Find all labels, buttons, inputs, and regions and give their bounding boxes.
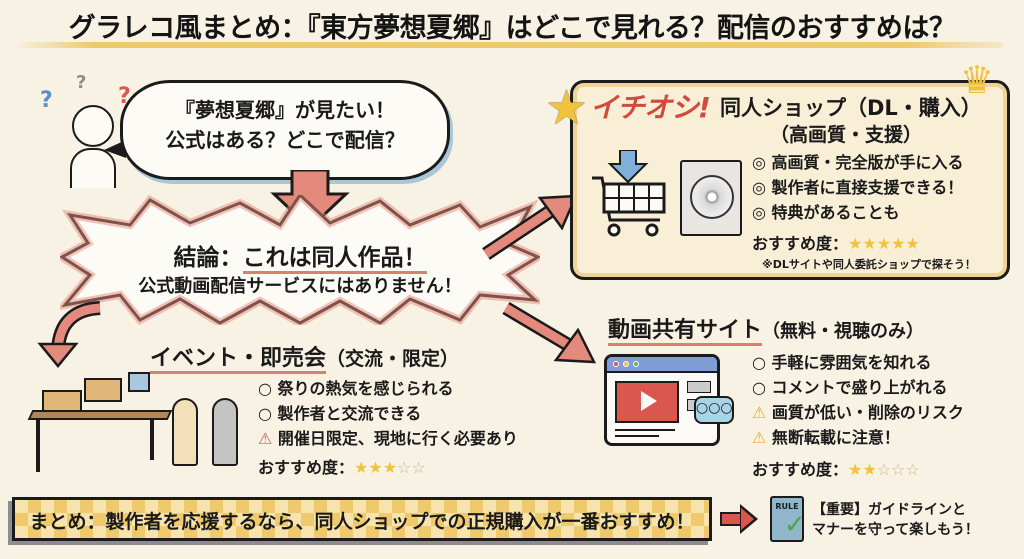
- person-handshake-icon: [172, 398, 198, 466]
- list-item: ⚠ 画質が低い・削除のリスク: [752, 403, 964, 422]
- shop-benefits-list: ◎ 高画質・完全版が手に入る ◎ 製作者に直接支援できる！ ◎ 特典があることも: [752, 150, 964, 225]
- disc-icon: [690, 175, 734, 219]
- video-points-list: ○ 手軽に雰囲気を知れる ○ コメントで盛り上がれる ⚠ 画質が低い・削除のリス…: [752, 350, 964, 450]
- shop-note: ※DLサイトや同人委託ショップで探そう！: [762, 258, 976, 271]
- star-icon: ★: [545, 80, 589, 136]
- rating-label: おすすめ度：: [752, 234, 849, 253]
- summary-banner: [12, 497, 712, 541]
- list-item: ◎ 特典があることも: [752, 203, 900, 222]
- comment-bubble-icon: ○○○: [694, 396, 734, 424]
- right-arrow-head-fill: [741, 508, 754, 530]
- conclusion-subtext: 公式動画配信サービスにはありません！: [138, 276, 462, 297]
- rule-book-icon: RULE: [770, 496, 804, 542]
- video-subtitle: （無料・視聴のみ）: [762, 321, 925, 342]
- rating-stars-icon: ★★★: [354, 458, 398, 477]
- list-item: ⚠ 開催日限定、現地に行く必要あり: [258, 429, 518, 448]
- warning-icon: ⚠: [752, 403, 767, 422]
- list-item: ◎ 高画質・完全版が手に入る: [752, 153, 964, 172]
- thumbnail: [687, 381, 711, 393]
- event-table-icon: [27, 410, 173, 420]
- question-text: 『夢想夏郷』が見たい！ 公式はある？どこで配信？: [135, 95, 435, 155]
- shop-title: 同人ショップ（DL・購入）: [720, 96, 982, 120]
- rule-line-1: 【重要】ガイドラインと: [812, 502, 966, 518]
- cardboard-box-icon: [84, 378, 122, 402]
- top-pick-badge: イチオシ!: [590, 91, 711, 124]
- title-highlight: [14, 42, 1004, 48]
- question-line-1: 『夢想夏郷』が見たい！: [175, 98, 395, 122]
- speech-bubble: [120, 80, 450, 180]
- window-dot: [633, 361, 639, 367]
- rating-empty-stars-icon: ☆☆: [397, 458, 426, 477]
- rating-stars-icon: ★★: [848, 460, 877, 479]
- question-mark-icon: ?: [76, 72, 87, 93]
- list-item: ◎ 製作者に直接支援できる！: [752, 178, 964, 197]
- table-leg: [36, 420, 40, 472]
- event-title: イベント・即売会: [150, 346, 327, 374]
- video-rating: おすすめ度：★★☆☆☆: [752, 456, 920, 480]
- summary-text: まとめ：製作者を応援するなら、同人ショップでの正規購入が一番おすすめ！: [29, 511, 695, 533]
- rating-label: おすすめ度：: [752, 460, 849, 479]
- video-title: 動画共有サイト: [608, 318, 763, 346]
- shop-rating: おすすめ度：★★★★★: [752, 230, 920, 254]
- event-rating: おすすめ度：★★★☆☆: [258, 454, 426, 478]
- conclusion-emphasis: これは同人作品！: [242, 245, 427, 274]
- play-icon: [641, 391, 657, 411]
- list-item: ○ コメントで盛り上がれる: [752, 378, 948, 397]
- question-line-2: 公式はある？どこで配信？: [165, 128, 405, 152]
- page-title: グラレコ風まとめ：『東方夢想夏郷』はどこで見れる？配信のおすすめは？: [68, 13, 956, 44]
- text-line: [615, 429, 675, 431]
- window-dot: [613, 361, 619, 367]
- rule-reminder: 【重要】ガイドラインと マナーを守って楽しもう！: [812, 500, 979, 540]
- conclusion-headline: 結論：これは同人作品！: [60, 238, 540, 274]
- checkmark-icon: ✓: [784, 510, 806, 540]
- shop-subtitle: （高画質・支援）: [770, 124, 923, 146]
- arrow-to-video-icon: [502, 301, 597, 364]
- conclusion-label: 結論：: [173, 245, 243, 271]
- video-section-title: 動画共有サイト（無料・視聴のみ）: [608, 312, 925, 346]
- rating-empty-stars-icon: ☆☆☆: [876, 460, 920, 479]
- event-points-list: ○ 祭りの熱気を感じられる ○ 製作者と交流できる ⚠ 開催日限定、現地に行く必…: [258, 376, 518, 451]
- list-item: ○ 製作者と交流できる: [258, 404, 422, 423]
- text-line: [615, 435, 659, 437]
- warning-icon: ⚠: [258, 429, 273, 448]
- list-item: ⚠ 無断転載に注意！: [752, 428, 900, 447]
- warning-icon: ⚠: [752, 428, 767, 447]
- small-box-icon: [128, 372, 150, 392]
- rating-stars-icon: ★★★★★: [848, 234, 920, 253]
- rule-line-2: マナーを守って楽しもう！: [812, 522, 979, 538]
- conclusion-burst: [60, 195, 540, 325]
- arrow-to-shop-icon: [482, 194, 578, 260]
- arrow-to-event-icon: [37, 301, 101, 368]
- event-section-title: イベント・即売会（交流・限定）: [150, 340, 460, 374]
- rating-label: おすすめ度：: [258, 458, 355, 477]
- list-item: ○ 手軽に雰囲気を知れる: [752, 353, 932, 372]
- list-item: ○ 祭りの熱気を感じられる: [258, 379, 454, 398]
- shop-recommendation-card: [570, 80, 1010, 280]
- shopping-cart-icon: [592, 150, 666, 237]
- table-leg: [150, 420, 154, 460]
- crown-icon: ♛: [960, 58, 995, 102]
- person-handshake-icon: [212, 398, 238, 466]
- window-dot: [623, 361, 629, 367]
- question-mark-icon: ?: [40, 88, 53, 113]
- event-subtitle: （交流・限定）: [326, 348, 460, 370]
- browser-titlebar: [607, 357, 717, 373]
- right-arrow-icon: [720, 512, 742, 526]
